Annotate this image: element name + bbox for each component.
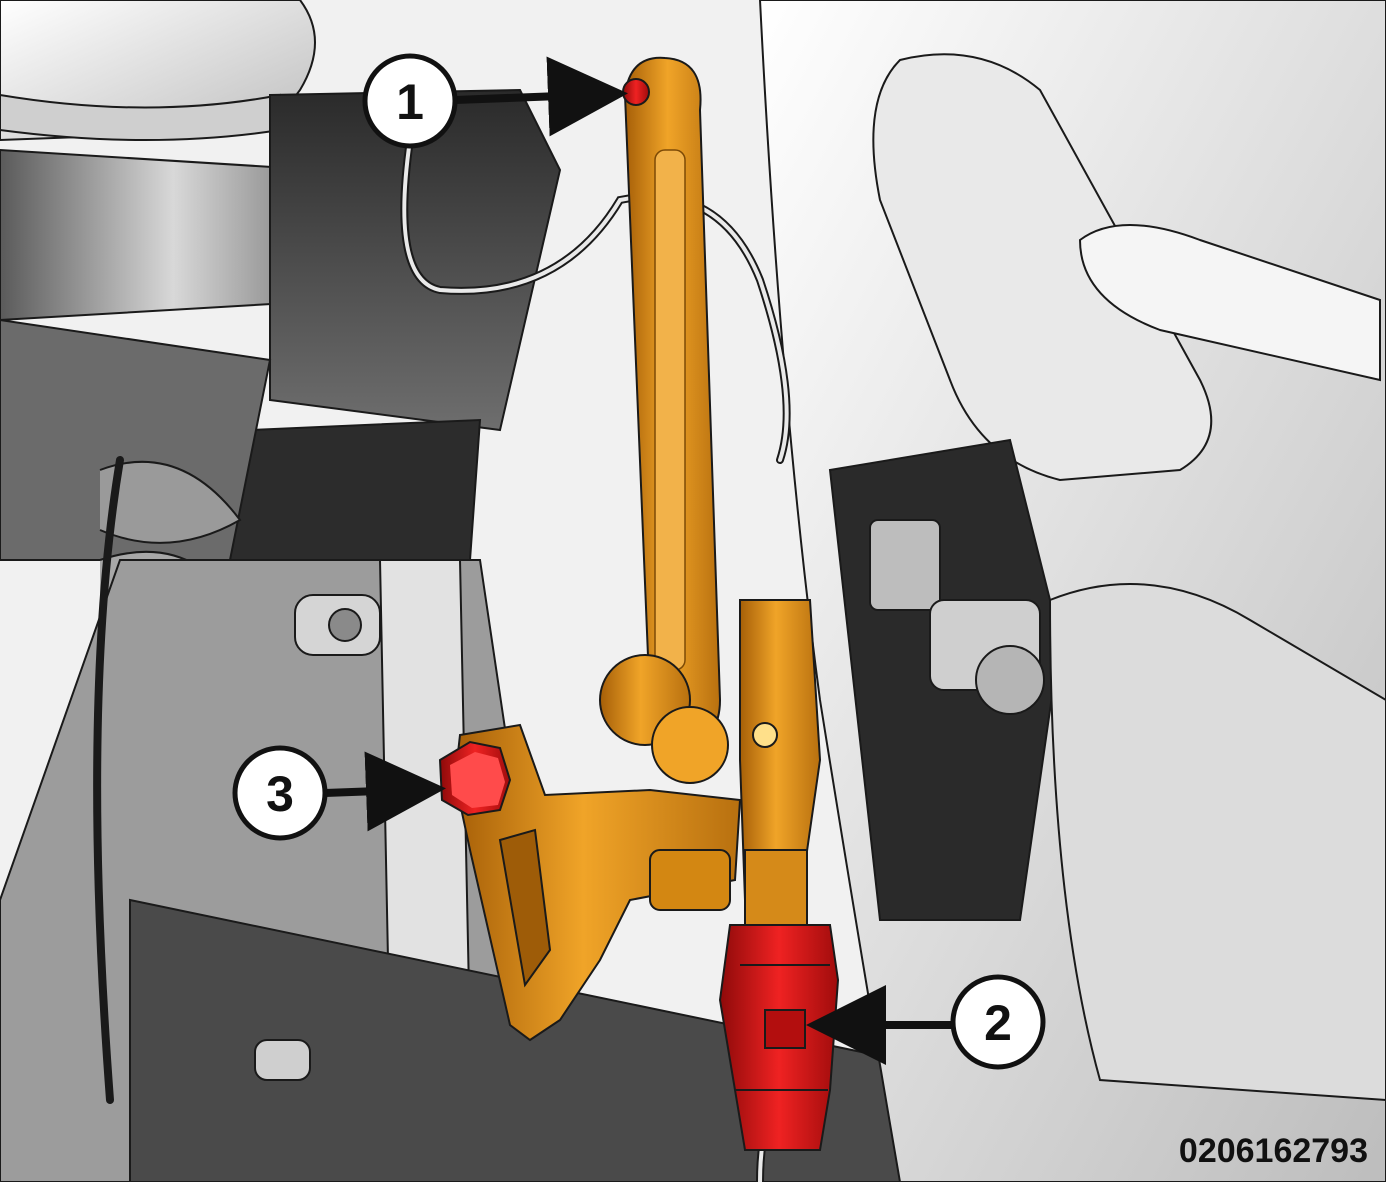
callout-3-number: 3: [266, 766, 294, 822]
callout-3-arrow: [324, 751, 446, 832]
mounting-bracket: [453, 723, 742, 1042]
dark-frame-panels: [0, 88, 562, 561]
callout-1-arrow: [454, 56, 628, 137]
callout-1-number: 1: [396, 74, 424, 130]
figure-id-label: 0206162793: [1179, 1132, 1368, 1170]
callout-2-number: 2: [984, 995, 1012, 1051]
callout-1-circle: [362, 53, 458, 149]
right-side-fasteners: [869, 519, 1045, 715]
red-connector: [718, 924, 840, 1151]
callout-3: 3: [232, 745, 446, 841]
sensor-arm-link: [623, 56, 722, 747]
red-hex-nut: [438, 740, 512, 817]
right-frame-member: [758, 0, 1386, 1182]
callout-3-circle: [232, 745, 328, 841]
lower-control-arm: [0, 559, 901, 1182]
socket-bolt-left: [254, 594, 381, 1081]
callout-2-circle: [950, 974, 1046, 1070]
red-ball-stud: [622, 78, 650, 106]
callout-1: 1: [362, 53, 628, 149]
callout-2: 2: [806, 974, 1046, 1070]
